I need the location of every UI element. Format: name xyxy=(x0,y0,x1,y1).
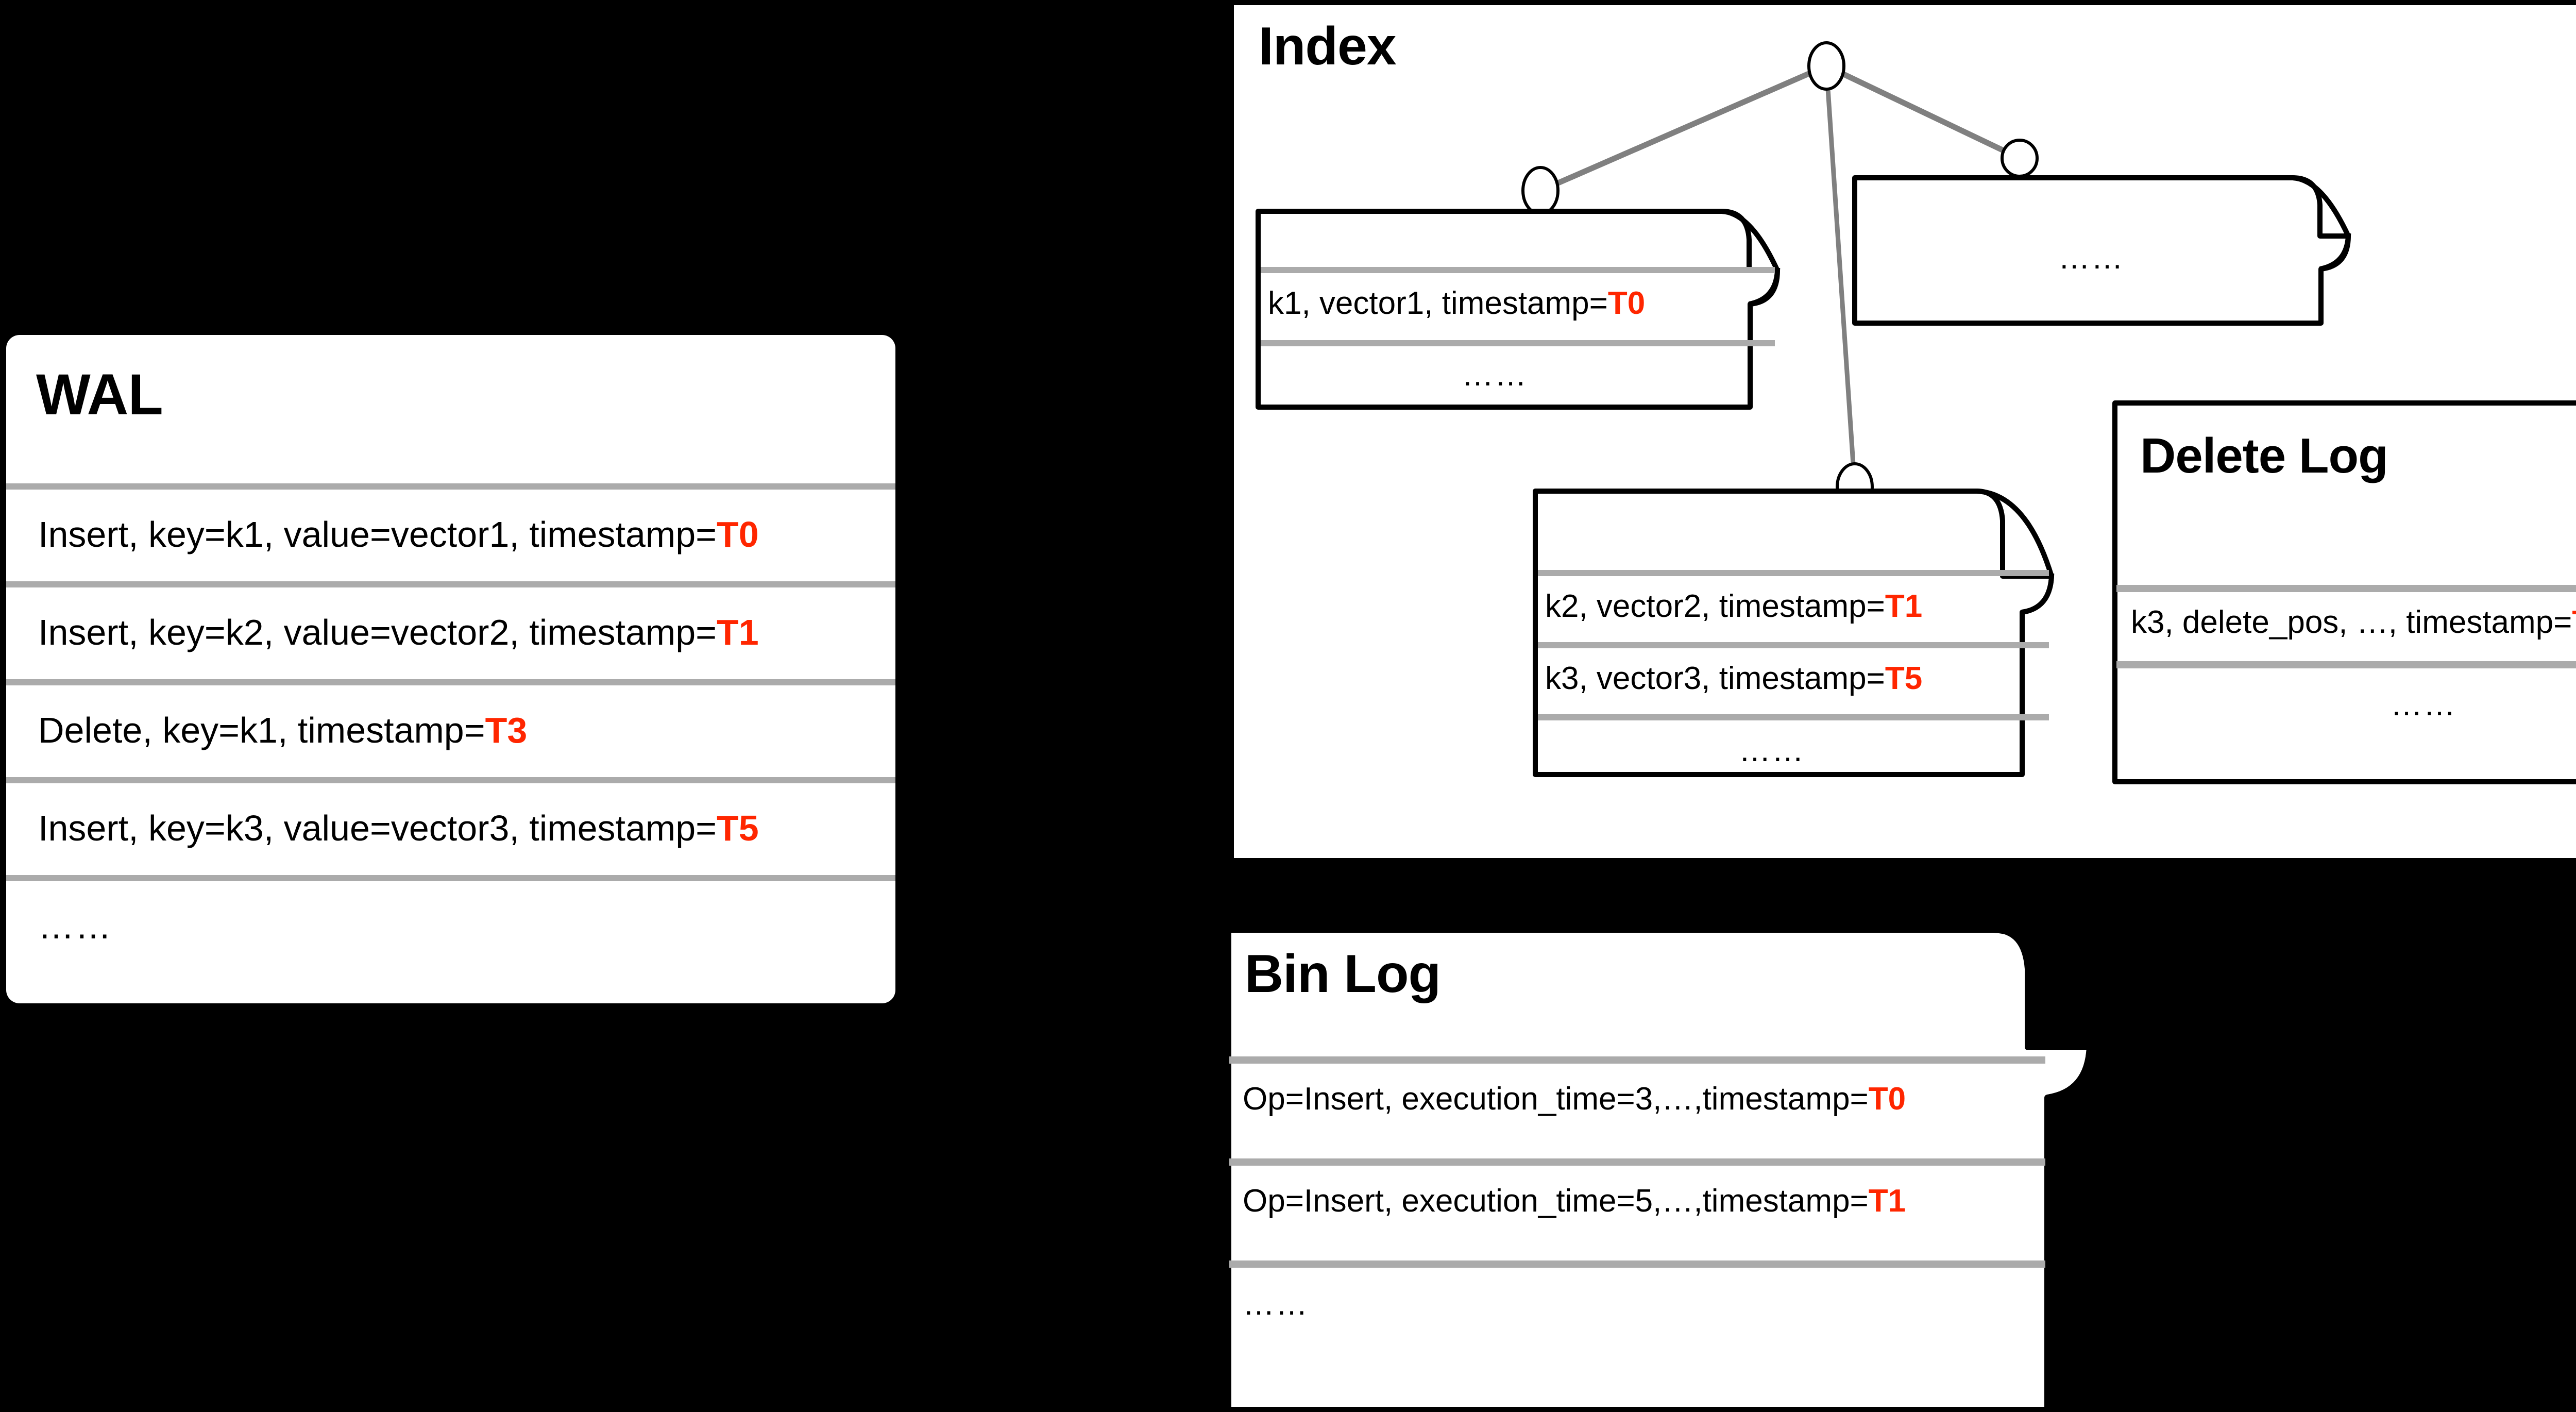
wal-ellipsis: …… xyxy=(38,906,112,946)
card-fold-inner xyxy=(2319,233,2351,272)
index-panel: Index k1, vector1, timest xyxy=(1234,5,2576,858)
bin-log-row: Op=Insert, execution_time=5,…,timestamp=… xyxy=(1243,1185,1906,1217)
wal-row-timestamp: T0 xyxy=(717,514,759,554)
index-card-ellipsis: …… xyxy=(2058,240,2124,276)
index-title: Index xyxy=(1259,16,1397,76)
card-outline xyxy=(2112,400,2576,784)
tree-node-child-left xyxy=(1521,166,1560,215)
tree-edge-root-left xyxy=(1539,63,1828,194)
card-separator xyxy=(1261,340,1775,346)
delete-log-row-timestamp: T3 xyxy=(2572,604,2576,640)
wal-row-label: Insert, key=k3, value=vector3, timestamp… xyxy=(38,808,717,848)
card-fold-inner xyxy=(1748,268,1781,307)
index-card-segment-k2-k3: k2, vector2, timestamp=T1 k3, vector3, t… xyxy=(1533,489,2055,777)
tree-node-child-right xyxy=(2001,139,2039,178)
card-fold-inner xyxy=(2028,1044,2093,1101)
delete-log-separator xyxy=(2116,585,2576,592)
card-fold xyxy=(2292,175,2351,238)
tree-node-root xyxy=(1807,41,1845,91)
card-separator xyxy=(1538,714,2049,720)
wal-row-timestamp: T5 xyxy=(717,808,759,848)
delete-log-title: Delete Log xyxy=(2140,428,2388,483)
card-separator xyxy=(1538,570,2049,576)
wal-row-label: Delete, key=k1, timestamp= xyxy=(38,710,485,750)
index-card-row-timestamp: T1 xyxy=(1885,589,1923,624)
wal-row: Insert, key=k1, value=vector1, timestamp… xyxy=(38,516,759,552)
bin-log-separator xyxy=(1229,1260,2045,1268)
wal-row: Delete, key=k1, timestamp=T3 xyxy=(38,712,527,748)
bin-log-title: Bin Log xyxy=(1245,944,1441,1004)
card-fold-inner xyxy=(2003,574,2055,615)
wal-separator xyxy=(6,581,895,587)
index-card-segment-placeholder: …… xyxy=(1852,175,2352,326)
wal-row: Insert, key=k3, value=vector3, timestamp… xyxy=(38,810,759,846)
bin-log-ellipsis: …… xyxy=(1243,1286,1309,1322)
wal-row: Insert, key=k2, value=vector2, timestamp… xyxy=(38,614,759,650)
card-separator xyxy=(1538,642,2049,648)
wal-row-label: Insert, key=k2, value=vector2, timestamp… xyxy=(38,612,717,652)
card-fold xyxy=(1993,927,2093,1048)
tree-edge-root-right xyxy=(1825,63,2021,161)
wal-panel: WAL Insert, key=k1, value=vector1, times… xyxy=(6,335,895,1003)
wal-separator xyxy=(6,483,895,490)
wal-title: WAL xyxy=(36,362,163,427)
tree-edge-root-mid xyxy=(1824,65,1857,488)
index-card-segment-k1: k1, vector1, timestamp=T0 …… xyxy=(1256,209,1781,410)
delete-log-separator xyxy=(2116,661,2576,668)
bin-log-row-timestamp: T0 xyxy=(1868,1081,1906,1117)
index-card-row: k2, vector2, timestamp=T1 xyxy=(1545,591,1922,623)
card-fold xyxy=(1721,209,1780,272)
wal-row-timestamp: T3 xyxy=(485,710,528,750)
delete-log-row: k3, delete_pos, …, timestamp=T3 xyxy=(2131,607,2576,638)
index-card-row-timestamp: T0 xyxy=(1607,285,1646,321)
bin-log-row: Op=Insert, execution_time=3,…,timestamp=… xyxy=(1243,1083,1906,1115)
bin-log-row-label: Op=Insert, execution_time=3,…,timestamp= xyxy=(1243,1081,1869,1117)
wal-row-label: Insert, key=k1, value=vector1, timestamp… xyxy=(38,514,717,554)
bin-log-separator xyxy=(1229,1056,2045,1064)
index-card-row-label: k2, vector2, timestamp= xyxy=(1545,589,1885,624)
index-card-row-label: k1, vector1, timestamp= xyxy=(1268,285,1608,321)
wal-separator xyxy=(6,777,895,783)
delete-log-row-label: k3, delete_pos, …, timestamp= xyxy=(2131,604,2572,640)
index-card-row-timestamp: T5 xyxy=(1885,661,1923,696)
bin-log-card: Bin Log Op=Insert, execution_time=3,…,ti… xyxy=(1225,927,2223,1412)
index-card-ellipsis: …… xyxy=(1739,733,1805,768)
index-card-ellipsis: …… xyxy=(1462,357,1528,393)
index-card-row-label: k3, vector3, timestamp= xyxy=(1545,661,1885,696)
wal-separator xyxy=(6,875,895,881)
index-card-row: k1, vector1, timestamp=T0 xyxy=(1268,288,1645,320)
bin-log-row-label: Op=Insert, execution_time=5,…,timestamp= xyxy=(1243,1183,1869,1219)
delete-log-card: Delete Log k3, delete_pos, …, timestamp=… xyxy=(2112,400,2576,784)
index-card-row: k3, vector3, timestamp=T5 xyxy=(1545,663,1922,695)
card-separator xyxy=(1261,267,1775,273)
wal-separator xyxy=(6,679,895,685)
bin-log-row-timestamp: T1 xyxy=(1868,1183,1906,1219)
bin-log-separator xyxy=(1229,1158,2045,1166)
delete-log-ellipsis: …… xyxy=(2391,687,2456,722)
wal-row-timestamp: T1 xyxy=(717,612,759,652)
card-fold xyxy=(1976,489,2054,577)
